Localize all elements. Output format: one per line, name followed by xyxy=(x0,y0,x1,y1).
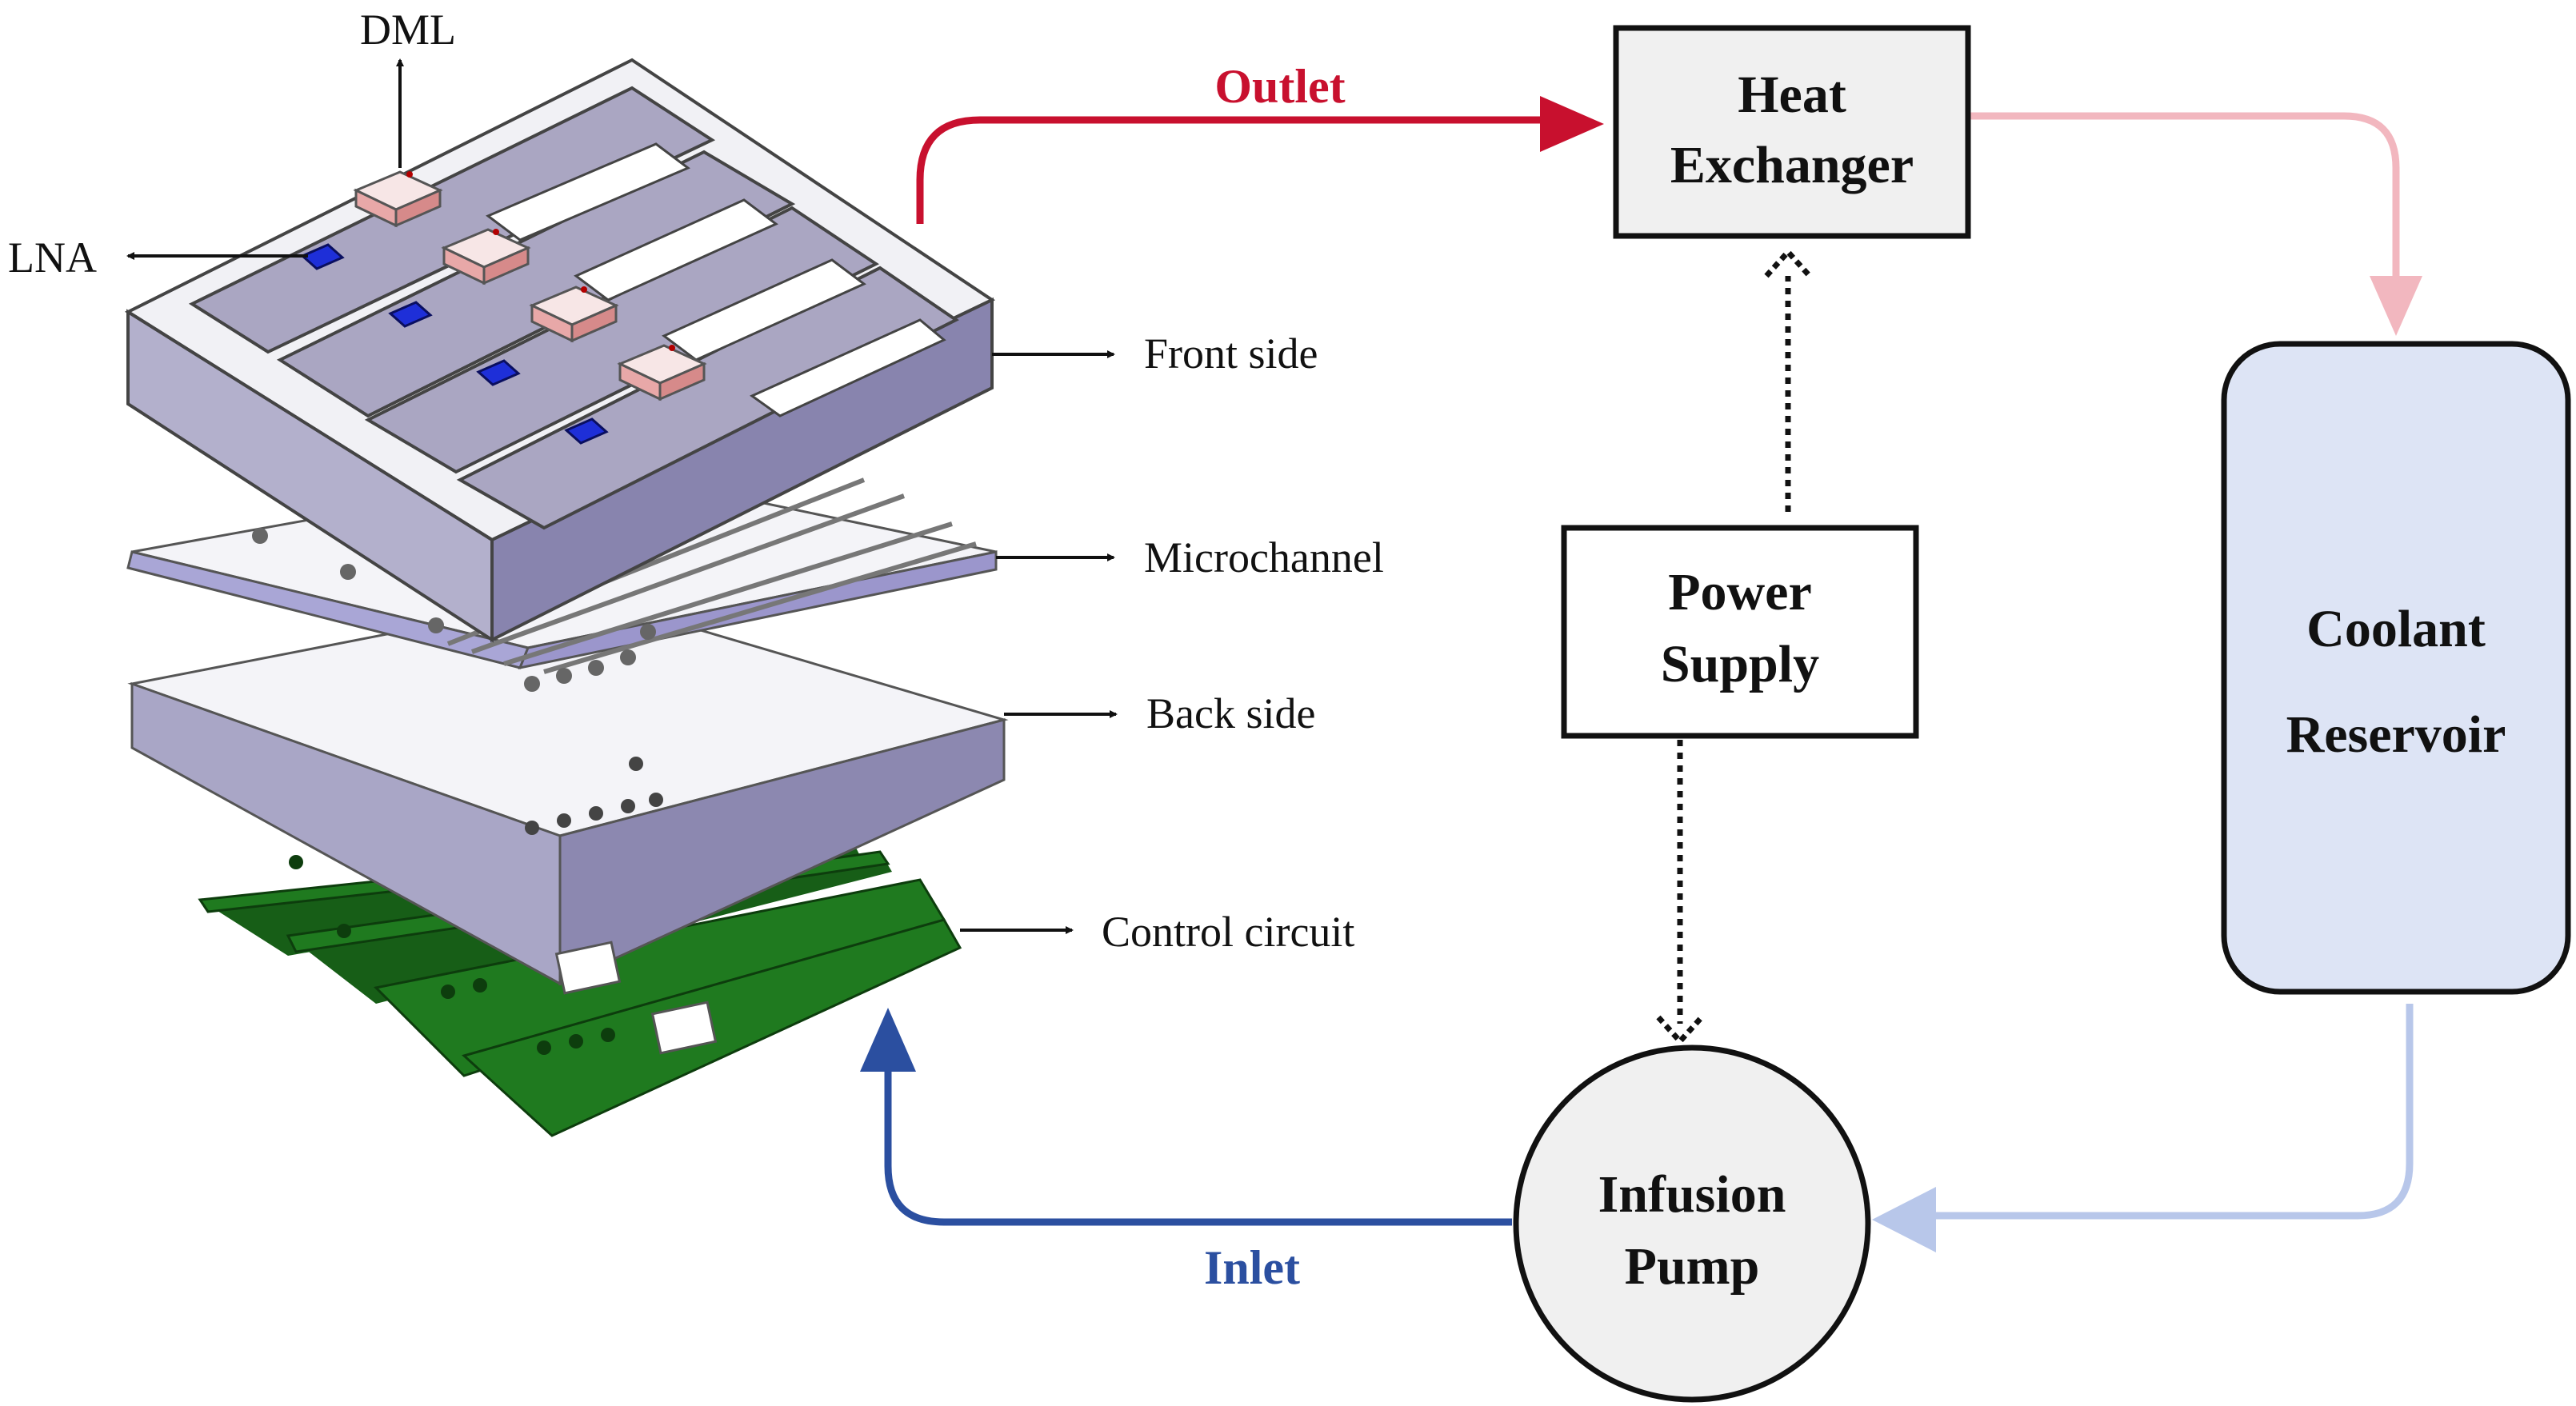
inlet-flow-line xyxy=(884,1060,1512,1226)
reservoir-to-pump-line xyxy=(1920,1004,2414,1220)
dml-label: DML xyxy=(360,6,456,54)
lna-chips xyxy=(300,243,609,445)
exploded-assembly: DML LNA Front side Microchannel Back sid… xyxy=(8,6,1384,1137)
power-to-pump-arrow-head-icon xyxy=(1656,1015,1704,1046)
lna-chip xyxy=(388,301,433,328)
svg-text:Exchanger: Exchanger xyxy=(1670,136,1914,194)
svg-text:Infusion: Infusion xyxy=(1598,1165,1786,1224)
svg-text:Power: Power xyxy=(1668,563,1812,621)
front-side-label: Front side xyxy=(1144,330,1318,377)
back-side-plate xyxy=(127,594,1009,1055)
coolant-reservoir-node: Coolant Reservoir xyxy=(2221,341,2571,995)
svg-text:Coolant: Coolant xyxy=(2306,600,2486,658)
outlet-label: Outlet xyxy=(1214,60,1345,113)
dml-chip xyxy=(529,286,619,343)
inlet-arrow-head-icon xyxy=(860,1008,916,1072)
lna-chip xyxy=(564,417,609,445)
exchanger-to-reservoir-line xyxy=(1968,112,2400,288)
inlet-label: Inlet xyxy=(1204,1241,1300,1294)
pump-arrow-head-icon xyxy=(1872,1187,1936,1252)
reservoir-arrow-head-icon xyxy=(2370,276,2422,336)
outlet-flow-line xyxy=(916,116,1552,224)
dml-chip xyxy=(617,344,707,401)
outlet-arrow-head-icon xyxy=(1540,96,1604,152)
dml-chip xyxy=(441,228,531,286)
infusion-pump-node: Infusion Pump xyxy=(1513,1045,1871,1403)
lna-chip xyxy=(476,359,521,386)
svg-text:Heat: Heat xyxy=(1738,66,1846,124)
svg-text:Supply: Supply xyxy=(1661,635,1819,693)
back-side-label: Back side xyxy=(1146,689,1315,737)
dml-chips xyxy=(353,170,707,401)
coolant-flow-loop: Outlet Inlet Heat Exchanger Power Supply xyxy=(860,25,2571,1403)
lna-label: LNA xyxy=(8,234,97,282)
svg-text:Pump: Pump xyxy=(1625,1237,1760,1296)
control-circuit-label: Control circuit xyxy=(1102,908,1354,956)
front-side-housing xyxy=(124,58,996,643)
power-supply-node: Power Supply xyxy=(1561,525,1919,739)
lna-chip xyxy=(300,243,345,270)
heat-exchanger-node: Heat Exchanger xyxy=(1613,25,1971,239)
dml-chip xyxy=(353,170,443,228)
svg-text:Reservoir: Reservoir xyxy=(2286,705,2506,764)
power-to-exchanger-arrow-head-icon xyxy=(1764,247,1812,278)
microchannel-label: Microchannel xyxy=(1144,533,1384,581)
